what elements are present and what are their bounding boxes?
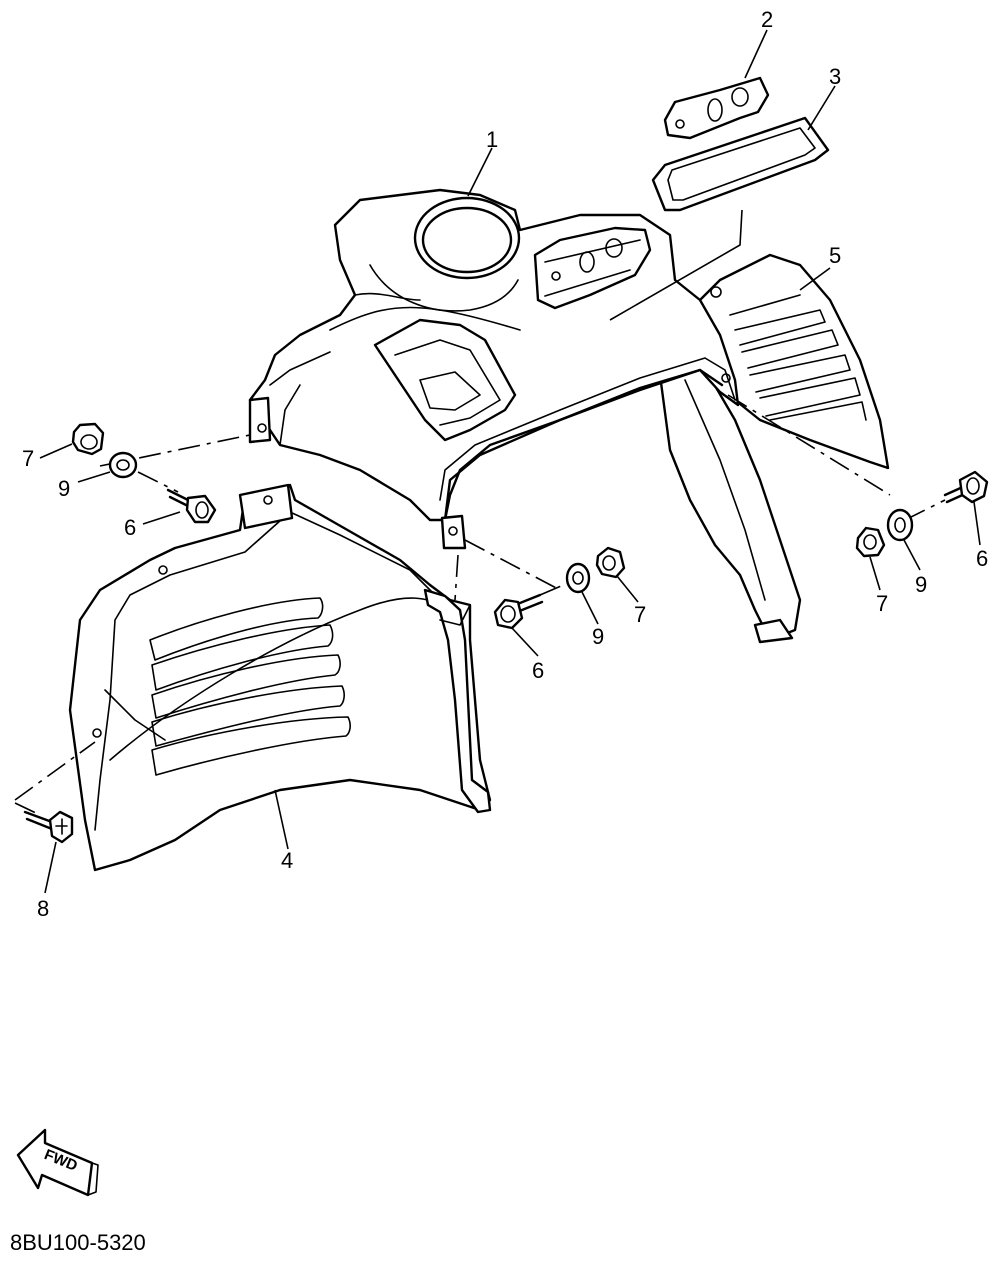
callout-9-center: 9 [592,624,604,649]
left-side-panel [68,483,492,872]
bolt-left [166,488,217,524]
callout-2: 2 [761,7,773,32]
diagram-code: 8BU100-5320 [10,1230,146,1255]
right-side-panel [658,253,890,644]
callout-7-left: 7 [22,446,34,471]
washer-right [886,508,914,542]
callout-7-right: 7 [876,591,888,616]
callout-9-left: 9 [58,476,70,501]
callout-8: 8 [37,896,49,921]
screw-lower-left [23,810,74,844]
callout-6-center: 6 [532,658,544,683]
callout-6-right: 6 [976,546,988,571]
assembly-centerlines [14,394,946,816]
fwd-arrow-icon: FWD [16,1128,99,1197]
lens-plate [663,76,770,140]
gasket [609,116,830,321]
callout-6-left: 6 [124,515,136,540]
nut-center [595,546,626,579]
bolt-center [493,593,544,630]
callout-9-right: 9 [915,572,927,597]
callout-4: 4 [281,848,293,873]
callout-labels: 1 2 3 4 5 6 6 6 7 7 7 8 9 9 9 [22,7,988,921]
bolt-right [943,470,989,504]
washer-left [108,451,138,479]
nut-right [855,526,886,558]
callout-3: 3 [829,64,841,89]
front-cowl [248,188,740,550]
callout-1: 1 [486,127,498,152]
callout-7-center: 7 [634,602,646,627]
washer-center [565,562,591,594]
nut-left [71,422,105,456]
leader-lines [39,29,981,894]
callout-5: 5 [829,243,841,268]
